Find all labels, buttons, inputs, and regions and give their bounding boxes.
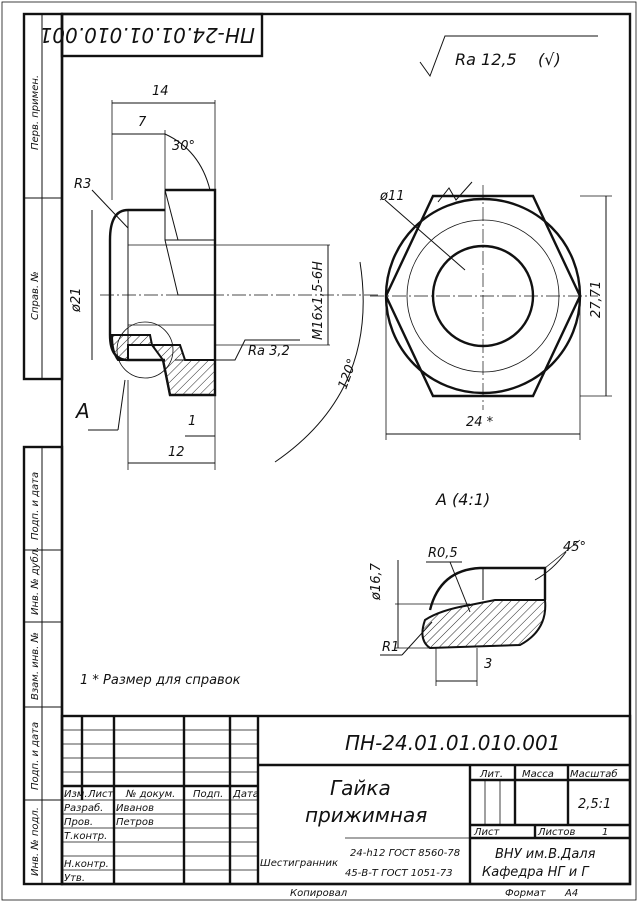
rotated-stamp: ПН-24.01.01.010.001 — [40, 12, 264, 58]
doc-number: ПН-24.01.01.010.001 — [345, 731, 560, 755]
side-label-5: Взам. инв. № — [30, 632, 41, 700]
side-label-2: Справ. № — [30, 271, 41, 320]
mass-label: Масса — [522, 769, 554, 780]
part-name-1: Гайка — [330, 776, 391, 800]
detail-title: A (4:1) — [435, 490, 490, 509]
col-list: Лист — [87, 789, 115, 800]
sheets-value: 1 — [602, 827, 608, 838]
material-2: 45-В-Т ГОСТ 1051-73 — [345, 868, 453, 879]
detail-dim-r0-5: R0,5 — [428, 546, 458, 561]
dim-30deg: 30° — [172, 139, 195, 154]
scale-value: 2,5:1 — [578, 797, 611, 812]
dim-27-71: 27,71 — [589, 281, 604, 318]
dim-120deg: 120° — [336, 357, 361, 392]
front-view: A 14 7 30° R3 ø21 М16х1,5-6Н Ra 3,2 120° — [69, 84, 380, 470]
side-label-3: Подп. и дата — [30, 472, 41, 540]
sheet-label: Лист — [473, 827, 501, 838]
rotated-stamp-text: ПН-24.01.01.010.001 — [40, 23, 255, 47]
scale-label: Масштаб — [570, 768, 618, 780]
detail-dim-3: 3 — [484, 657, 492, 672]
detail-a: A (4:1) ø16,7 R0,5 45° R1 3 — [369, 490, 586, 686]
detail-dim-d16-7: ø16,7 — [369, 562, 384, 601]
dim-d11: ø11 — [379, 189, 405, 204]
roughness-value: Ra 12,5 — [455, 50, 517, 69]
org-2: Кафедра НГ и Г — [482, 865, 590, 880]
material-name: Шестигранник — [260, 858, 338, 869]
role-tkontr: Т.контр. — [64, 831, 107, 842]
role-nkontr: Н.контр. — [64, 859, 109, 870]
name-razrab: Иванов — [116, 803, 154, 814]
left-side-columns: Перв. примен. Справ. № Подп. и дата Инв.… — [22, 12, 64, 886]
part-name-2: прижимная — [305, 803, 427, 827]
name-prov: Петров — [116, 817, 154, 828]
detail-dim-r1: R1 — [382, 640, 399, 655]
col-date: Дата — [232, 789, 259, 800]
dim-7: 7 — [138, 115, 147, 130]
role-utv: Утв. — [64, 873, 85, 884]
dim-thread: М16х1,5-6Н — [311, 261, 326, 340]
role-razrab: Разраб. — [64, 802, 103, 814]
dim-1: 1 — [188, 414, 196, 429]
front-section-label: A — [74, 399, 90, 423]
lit-label: Лит. — [479, 769, 503, 780]
reference-note: 1 * Размер для справок — [80, 673, 241, 688]
copied-label: Копировал — [290, 888, 348, 899]
role-prov: Пров. — [64, 817, 93, 828]
org-1: ВНУ им.В.Даля — [495, 847, 596, 862]
side-label-6: Подп. и дата — [30, 722, 41, 790]
title-block: Изм. Лист № докум. Подп. Дата Разраб. Ив… — [60, 714, 632, 886]
format-label: Формат — [505, 888, 547, 899]
detail-dim-45: 45° — [563, 540, 586, 555]
dim-r3: R3 — [74, 177, 91, 192]
dim-d21: ø21 — [69, 288, 84, 314]
sheets-label: Листов — [537, 827, 575, 838]
dim-24: 24 * — [466, 415, 494, 430]
col-sign: Подп. — [193, 789, 223, 800]
format-value: А4 — [564, 888, 578, 899]
dim-14: 14 — [152, 84, 169, 99]
side-label-7: Инв. № подл. — [30, 807, 41, 876]
dim-ra32: Ra 3,2 — [248, 344, 290, 359]
roughness-suffix: (√) — [538, 50, 561, 69]
side-label-1: Перв. примен. — [30, 75, 41, 150]
dim-12: 12 — [168, 445, 185, 460]
col-izm: Изм. — [64, 789, 88, 800]
side-label-4: Инв. № дубл. — [29, 547, 41, 615]
top-view: ø11 27,71 24 * — [370, 181, 612, 440]
col-doc: № докум. — [125, 789, 175, 800]
surface-roughness: Ra 12,5 (√) — [419, 35, 598, 78]
material-1: 24-h12 ГОСТ 8560-78 — [350, 848, 460, 859]
